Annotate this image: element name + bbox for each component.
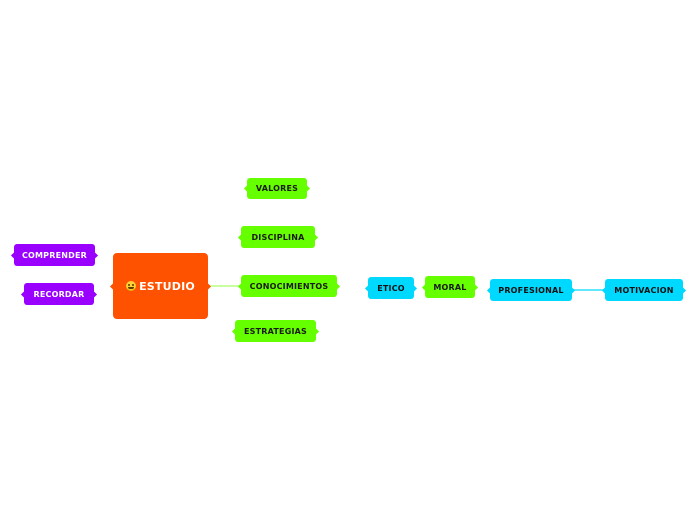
node-label: VALORES — [255, 184, 299, 193]
collapse-handle[interactable] — [421, 283, 430, 291]
collapse-handle[interactable] — [486, 286, 495, 294]
node-estrategias[interactable]: ESTRATEGIAS — [231, 320, 320, 342]
node-label: MORAL — [433, 282, 467, 292]
root-node-label: ESTUDIO — [139, 279, 195, 293]
node-moral[interactable]: MORAL — [421, 276, 479, 298]
node-label: ETICO — [377, 283, 405, 293]
node-comprender[interactable]: COMPRENDER — [10, 244, 99, 266]
collapse-handle[interactable] — [10, 251, 19, 259]
node-profesional[interactable]: PROFESIONAL — [486, 279, 576, 301]
node-label: CONOCIMIENTOS — [249, 281, 329, 291]
node-label: ESTRATEGIAS — [243, 326, 308, 336]
node-recordar[interactable]: RECORDAR — [20, 283, 98, 305]
node-label: RECORDAR — [33, 289, 85, 299]
node-label: MOTIVACION — [614, 285, 674, 295]
node-label: PROFESIONAL — [498, 285, 564, 295]
collapse-handle[interactable] — [20, 290, 29, 298]
collapse-handle[interactable] — [364, 284, 373, 292]
collapse-handle-left[interactable] — [109, 282, 118, 290]
grinning-face-icon — [126, 281, 137, 291]
collapse-handle[interactable] — [237, 233, 246, 241]
node-conocimientos[interactable]: CONOCIMIENTOS — [237, 275, 341, 297]
node-label: DISCIPLINA — [251, 232, 305, 242]
root-node-estudio[interactable]: ESTUDIO — [109, 253, 212, 319]
node-motivacion[interactable]: MOTIVACION — [601, 279, 687, 301]
node-label: COMPRENDER — [21, 250, 88, 260]
node-etico[interactable]: ETICO — [364, 277, 418, 299]
collapse-handle[interactable] — [231, 327, 240, 335]
node-valores[interactable]: VALORES — [243, 178, 311, 199]
collapse-handle[interactable] — [601, 286, 610, 294]
collapse-handle[interactable] — [237, 282, 246, 290]
node-disciplina[interactable]: DISCIPLINA — [237, 226, 319, 248]
